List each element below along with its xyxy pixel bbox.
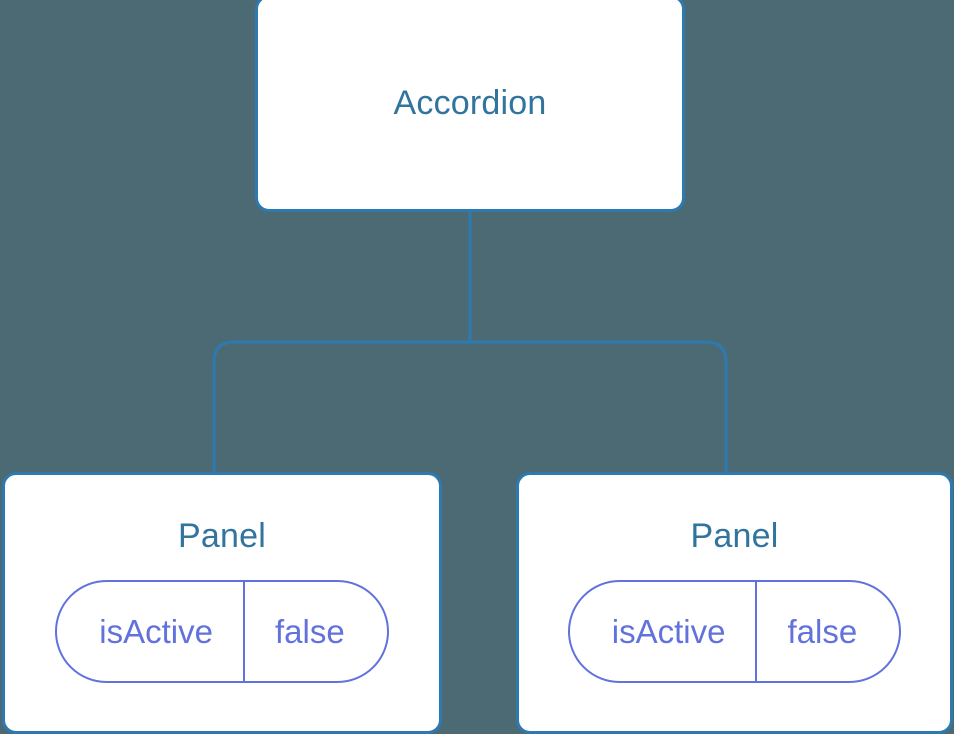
node-panel-0-prop-value: false xyxy=(274,612,345,650)
node-accordion[interactable]: Accordion xyxy=(255,0,685,212)
node-panel-0-prop-key: isActive xyxy=(57,582,245,681)
node-panel-0-prop-isactive: isActive false xyxy=(55,580,389,683)
node-panel-1-prop-value: false xyxy=(787,612,858,650)
node-panel-0-title: Panel xyxy=(178,517,266,555)
node-panel-1-title: Panel xyxy=(690,517,779,555)
connector-branch-left xyxy=(212,340,470,478)
node-panel-1-prop-key: isActive xyxy=(570,582,758,681)
node-panel-0[interactable]: Panel isActive false xyxy=(2,472,442,734)
connector-branch-right xyxy=(470,340,728,478)
node-panel-1-prop-isactive: isActive false xyxy=(567,580,902,683)
node-accordion-title: Accordion xyxy=(393,84,547,122)
node-panel-1[interactable]: Panel isActive false xyxy=(516,472,953,734)
